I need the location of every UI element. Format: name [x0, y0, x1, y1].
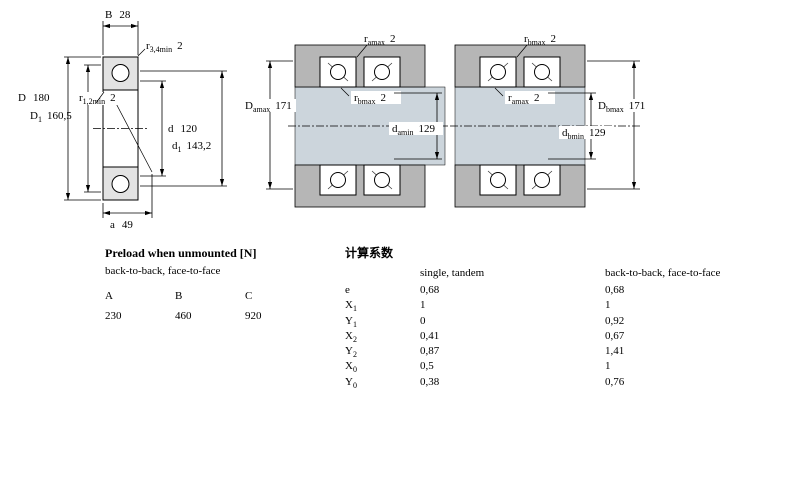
factors-header-row: single, tandem back-to-back, face-to-face [345, 267, 785, 284]
top-ball [111, 64, 130, 82]
factors-col1-header: single, tandem [420, 267, 485, 279]
preload-subtitle: back-to-back, face-to-face [105, 265, 221, 277]
arrangement-a-drawing [288, 44, 448, 208]
preload-val-a: 230 [105, 310, 122, 322]
housing-bottom-b [454, 164, 586, 208]
preload-header-row: A B C [105, 290, 345, 302]
bottom-ball [111, 175, 130, 193]
contact-angle-line [109, 91, 153, 173]
bearing-cross-section-drawing [93, 56, 153, 201]
housing-bottom-a [294, 164, 426, 208]
preload-col-b: B [175, 290, 183, 302]
preload-val-c: 920 [245, 310, 262, 322]
housing-top-b [454, 44, 586, 88]
housing-top-a [294, 44, 426, 88]
preload-value-row: 230 460 920 [105, 310, 345, 322]
preload-col-a: A [105, 290, 113, 302]
preload-val-b: 460 [175, 310, 192, 322]
preload-title: Preload when unmounted [N] [105, 246, 257, 260]
preload-col-c: C [245, 290, 253, 302]
preload-section: Preload when unmounted [N] back-to-back,… [105, 246, 345, 322]
factors-title: 计算系数 [345, 246, 394, 260]
calculation-factors-section: 计算系数 single, tandem back-to-back, face-to… [345, 244, 785, 391]
factors-col2-header: back-to-back, face-to-face [605, 267, 721, 279]
